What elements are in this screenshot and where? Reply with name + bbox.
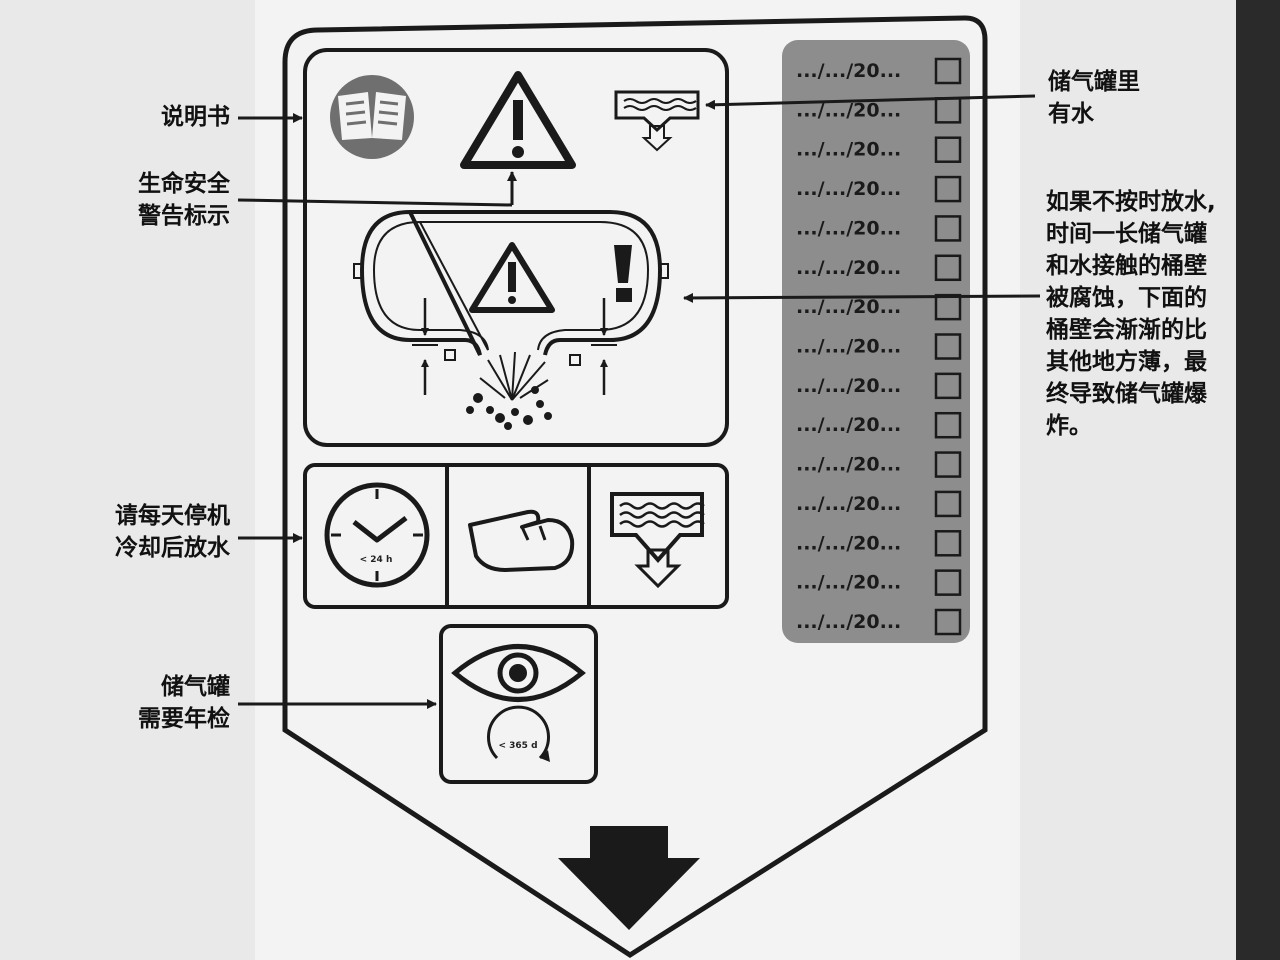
callout-corrosion-line-2: 时间一长储气罐: [1046, 221, 1207, 247]
callout-manual-text: 说明书: [161, 104, 230, 130]
log-date-field: .../.../20...: [796, 454, 901, 476]
log-checkbox: [934, 254, 962, 282]
log-date-field: .../.../20...: [796, 99, 901, 121]
tank-warning-box: [303, 48, 729, 447]
clock-duration-label: < 24 h: [360, 555, 393, 565]
log-checkbox: [934, 136, 962, 163]
daily-drain-panel: [303, 463, 729, 609]
log-checkbox: [934, 490, 962, 518]
inspection-log: .../.../20... .../.../20... .../.../20....…: [796, 57, 962, 636]
water-drain-icon: [614, 90, 700, 152]
log-checkbox: [934, 608, 962, 636]
callout-safety-line-1: 生命安全: [138, 171, 230, 197]
tank-cross-section-icon: [353, 209, 669, 430]
log-date-field: .../.../20...: [796, 139, 901, 161]
log-date-field: .../.../20...: [796, 60, 901, 82]
eye-icon: [451, 644, 586, 702]
callout-water-line-1: 储气罐里: [1048, 69, 1140, 95]
log-date-field: .../.../20...: [796, 296, 901, 318]
log-checkbox: [934, 569, 962, 596]
binding-shadow: [1236, 0, 1280, 960]
callout-daily-line-2: 冷却后放水: [115, 535, 230, 561]
log-checkbox: [934, 372, 962, 400]
callout-corrosion-line-3: 和水接触的桶壁: [1046, 253, 1207, 279]
callout-daily-drain: 请每天停机 冷却后放水: [115, 500, 230, 564]
inspection-panel: [439, 624, 598, 784]
annual-cycle-icon: [487, 705, 550, 762]
log-checkbox: [934, 451, 962, 478]
callout-corrosion-line-1: 如果不按时放水,: [1046, 189, 1216, 215]
log-checkbox: [934, 333, 962, 360]
callout-corrosion-line-5: 桶壁会渐渐的比: [1046, 317, 1207, 343]
down-arrow-icon: [558, 826, 700, 930]
hand-icon: [468, 509, 575, 572]
log-checkbox: [934, 175, 962, 203]
warning-triangle-icon: [460, 71, 576, 169]
callout-safety-warning: 生命安全 警告标示: [138, 168, 230, 232]
log-date-field: .../.../20...: [796, 414, 901, 436]
callout-daily-line-1: 请每天停机: [115, 503, 230, 529]
callout-water-in-tank: 储气罐里 有水: [1048, 66, 1140, 130]
callout-corrosion-line-6: 其他地方薄，最: [1046, 349, 1207, 375]
book-icon: [330, 75, 414, 159]
inspection-interval-label: < 365 d: [498, 741, 537, 751]
callout-safety-line-2: 警告标示: [138, 203, 230, 229]
water-drain-large-icon: [610, 492, 705, 589]
log-date-field: .../.../20...: [796, 572, 901, 594]
log-panel: [782, 40, 970, 643]
log-date-field: .../.../20...: [796, 257, 901, 279]
log-checkbox: [934, 411, 962, 439]
log-date-field: .../.../20...: [796, 336, 901, 358]
log-date-field: .../.../20...: [796, 217, 901, 239]
log-checkbox: [934, 97, 962, 124]
clock-icon: [324, 482, 430, 588]
log-date-field: .../.../20...: [796, 493, 901, 515]
log-date-field: .../.../20...: [796, 375, 901, 397]
callout-annual-line-2: 需要年检: [138, 706, 230, 732]
log-date-field: .../.../20...: [796, 178, 901, 200]
log-checkbox: [934, 530, 962, 557]
log-date-field: .../.../20...: [796, 611, 901, 633]
callout-corrosion-line-7: 终导致储气罐爆: [1046, 381, 1207, 407]
callout-annual-line-1: 储气罐: [161, 674, 230, 700]
callout-annual-inspection: 储气罐 需要年检: [138, 671, 230, 735]
log-checkbox: [934, 57, 962, 85]
log-checkbox: [934, 293, 962, 321]
callout-water-line-2: 有水: [1048, 101, 1094, 127]
callout-corrosion: 如果不按时放水, 时间一长储气罐 和水接触的桶壁 被腐蚀，下面的 桶壁会渐渐的比…: [1046, 186, 1216, 442]
log-date-field: .../.../20...: [796, 532, 901, 554]
label-outline: [282, 15, 988, 958]
log-checkbox: [934, 215, 962, 242]
callout-corrosion-line-8: 炸。: [1046, 413, 1092, 439]
callout-manual: 说明书: [161, 101, 230, 133]
callout-corrosion-line-4: 被腐蚀，下面的: [1046, 285, 1207, 311]
